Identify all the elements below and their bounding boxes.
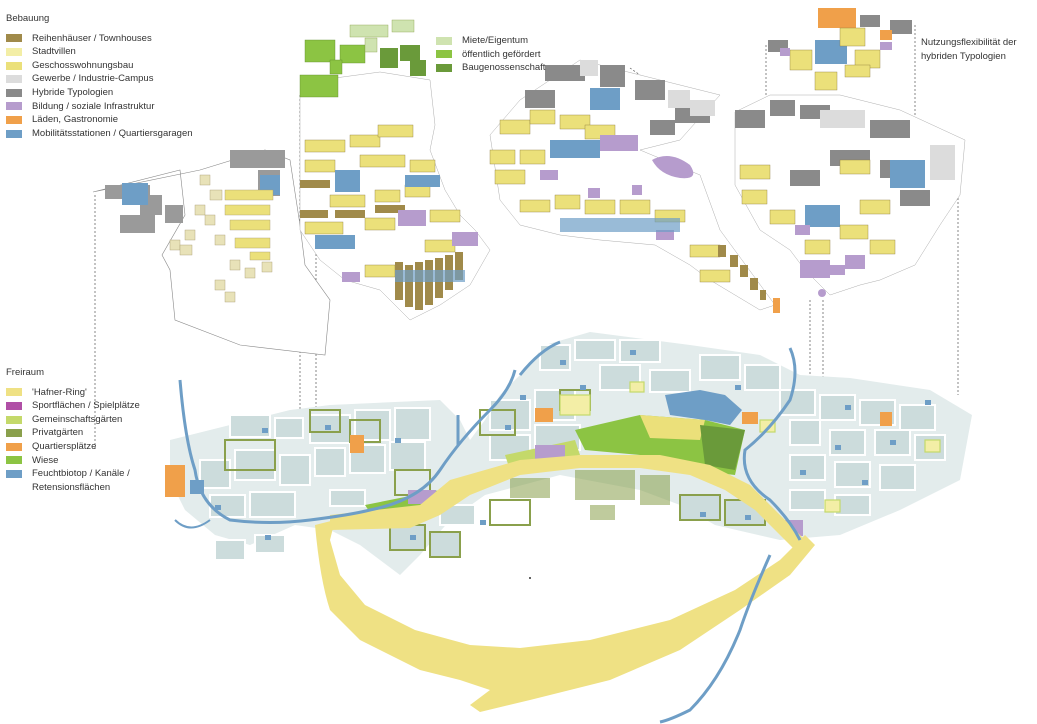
legend-item-feuchtbiotop-cont: Retensionsflächen [6,481,140,495]
flexibility-note-line2: hybriden Typologien [921,51,1006,62]
legend-ownership: Miete/Eigentum öffentlich gefördert Baug… [436,34,545,75]
legend-label: Baugenossenschaft [462,62,546,74]
legend-bebauung-title: Bebauung [6,13,50,24]
legend-label: Reihenhäuser / Townhouses [32,32,152,44]
swatch [6,469,22,478]
legend-label: Retensionsflächen [32,481,111,493]
marker-dot [529,577,531,579]
canal-sw [174,519,211,529]
legend-item-hafner-ring: 'Hafner-Ring' [6,386,140,400]
swatch [436,63,452,72]
legend-item-quartiersplaetze: Quartiersplätze [6,440,140,454]
swatch [6,75,22,84]
plan-retention [190,390,742,494]
swatch [436,36,452,45]
plan-private-gardens [510,470,670,520]
plan-small-buildings [215,350,931,540]
legend-label: Wiese [32,454,59,466]
swatch [6,115,22,124]
legend-label: Stadtvillen [32,46,76,58]
legend-item-gemeinschaftsgaerten: Gemeinschaftsgärten [6,413,140,427]
axo-east [489,59,780,313]
axo-west [92,149,331,356]
legend-item-bildung: Bildung / soziale Infrastruktur [6,100,193,114]
legend-label: Mobilitätsstationen / Quartiersgaragen [32,127,193,139]
swatch [6,415,22,424]
legend-label: Gemeinschaftsgärten [32,413,123,425]
swatch [6,429,22,438]
legend-item-mobilitaet: Mobilitätsstationen / Quartiersgaragen [6,127,193,141]
legend-item-hybride: Hybride Typologien [6,86,193,100]
swatch [6,34,22,43]
legend-item-privatgaerten: Privatgärten [6,426,140,440]
flexibility-note-line1: Nutzungsflexibilität der [921,37,1017,48]
legend-label: Privatgärten [32,427,84,439]
swatch [6,388,22,397]
plan-squares [165,408,892,497]
hafner-ring [315,520,815,712]
legend-bebauung: Bebauung Reihenhäuser / Townhouses Stadt… [6,12,193,140]
legend-item-gefoerdert: öffentlich gefördert [436,48,545,62]
axo-central [299,19,491,321]
swatch [6,401,22,410]
axo-northeast [734,8,966,297]
legend-label: Hybride Typologien [32,86,114,98]
legend-label: Miete/Eigentum [462,35,529,46]
legend-label: Geschosswohnungsbau [32,59,134,71]
legend-item-laeden: Läden, Gastronomie [6,113,193,127]
plan-community-gardens [559,381,941,513]
legend-item-miete: Miete/Eigentum [436,34,545,48]
legend-label: Gewerbe / Industrie-Campus [32,73,154,85]
swatch [6,102,22,111]
legend-item-stadtvillen: Stadtvillen [6,45,193,59]
swatch [6,61,22,70]
swatch [6,129,22,138]
legend-label: 'Hafner-Ring' [32,386,87,398]
canals [178,340,802,724]
legend-label: Sportflächen / Spielplätze [32,400,140,412]
swatch [6,442,22,451]
legend-item-sport: Sportflächen / Spielplätze [6,399,140,413]
legend-label: Feuchtbiotop / Kanäle / [32,468,130,480]
legend-item-reihenhaeuser: Reihenhäuser / Townhouses [6,32,193,46]
legend-freiraum: Freiraum 'Hafner-Ring' Sportflächen / Sp… [6,366,140,494]
legend-item-genossenschaft: Baugenossenschaft [436,61,545,75]
legend-item-wiese: Wiese [6,454,140,468]
flexibility-note: Nutzungsflexibilität der hybriden Typolo… [921,36,1017,64]
legend-label: öffentlich gefördert [462,48,541,60]
swatch [6,47,22,56]
legend-freiraum-title: Freiraum [6,367,45,378]
legend-item-feuchtbiotop: Feuchtbiotop / Kanäle / [6,467,140,481]
legend-label: Quartiersplätze [32,440,97,452]
legend-label: Bildung / soziale Infrastruktur [32,100,155,112]
legend-item-gewerbe: Gewerbe / Industrie-Campus [6,72,193,86]
swatch [436,50,452,59]
legend-item-geschosswohnungsbau: Geschosswohnungsbau [6,59,193,73]
legend-label: Läden, Gastronomie [32,114,119,126]
swatch [6,456,22,465]
swatch-spacer [6,484,22,492]
swatch [6,88,22,97]
